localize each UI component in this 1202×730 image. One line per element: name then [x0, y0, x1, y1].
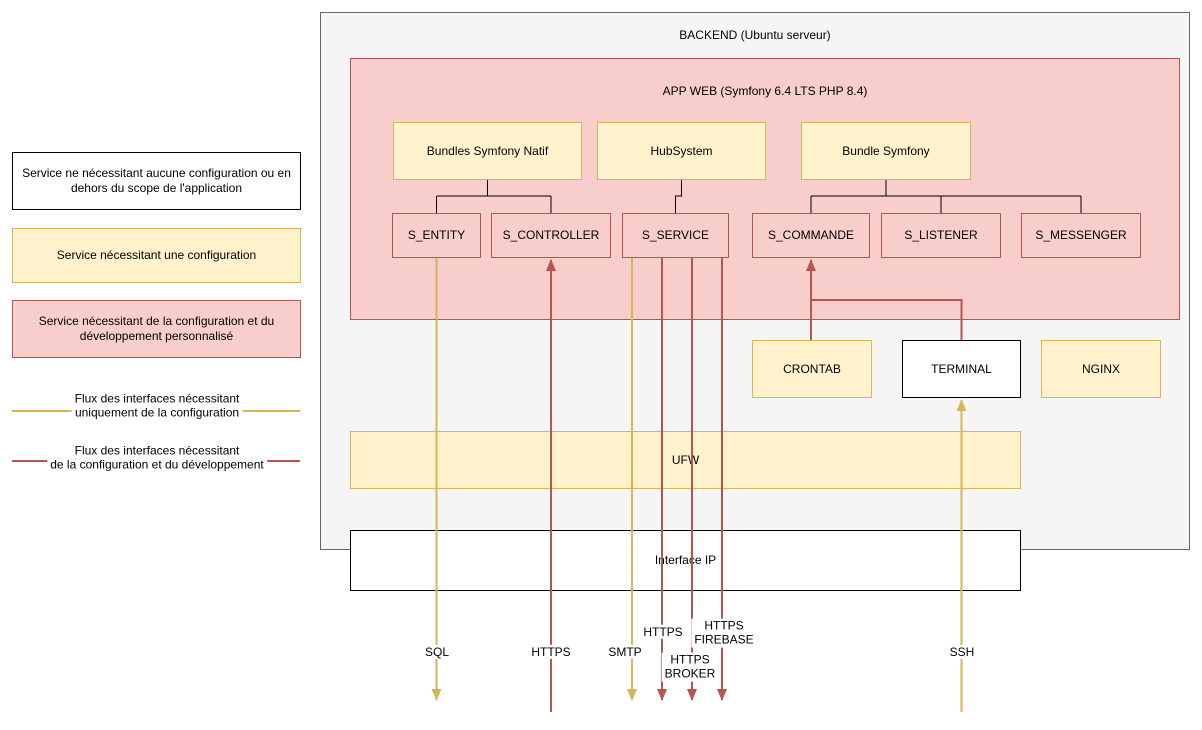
flow-smtp-label: SMTP	[605, 644, 645, 660]
bundle-symfony-natif-box: Bundles Symfony Natif	[393, 122, 582, 180]
flow-https-firebase-label: HTTPS FIREBASE	[691, 618, 757, 648]
bundle-symfony-box: Bundle Symfony	[801, 122, 971, 180]
ufw-box: UFW	[350, 431, 1021, 489]
crontab-label: CRONTAB	[783, 361, 841, 376]
service-commande-box: S_COMMANDE	[752, 213, 870, 258]
bundle-symfony-label: Bundle Symfony	[842, 143, 930, 158]
interface-ip-label: Interface IP	[654, 553, 717, 567]
crontab-box: CRONTAB	[752, 340, 872, 398]
flow-sql-label: SQL	[421, 644, 453, 660]
service-service-label: S_SERVICE	[641, 228, 710, 242]
service-service-box: S_SERVICE	[622, 213, 729, 258]
nginx-box: NGINX	[1041, 340, 1161, 398]
nginx-label: NGINX	[1081, 361, 1120, 376]
interface-ip-box: Interface IP	[350, 530, 1021, 591]
service-messenger-label: S_MESSENGER	[1035, 228, 1127, 242]
hubsystem-label: HubSystem	[650, 143, 713, 158]
terminal-label: TERMINAL	[931, 361, 992, 376]
flow-https-broker-label: HTTPS BROKER	[661, 652, 719, 682]
service-entity-box: S_ENTITY	[392, 213, 481, 258]
terminal-box: TERMINAL	[902, 340, 1021, 398]
legend-config-box: Service nécessitant une configuration	[12, 228, 301, 283]
service-listener-box: S_LISTENER	[881, 213, 1001, 258]
hubsystem-box: HubSystem	[597, 122, 766, 180]
appweb-title: APP WEB (Symfony 6.4 LTS PHP 8.4)	[662, 84, 868, 98]
flow-ssh-label: SSH	[946, 644, 978, 660]
bundle-symfony-natif-label: Bundles Symfony Natif	[426, 143, 549, 158]
legend-red-flow-label: Flux des interfaces nécessitant de la co…	[47, 443, 267, 473]
legend-config-label: Service nécessitant une configuration	[56, 248, 257, 262]
legend-no-config-label: Service ne nécessitant aucune configurat…	[22, 166, 291, 195]
legend-config-dev-label: Service nécessitant de la configuration …	[38, 314, 275, 343]
flow-https-out-label: HTTPS	[640, 624, 686, 640]
service-commande-label: S_COMMANDE	[767, 228, 854, 242]
legend-no-config-box: Service ne nécessitant aucune configurat…	[12, 152, 301, 210]
legend-yellow-flow-label: Flux des interfaces nécessitant uniqueme…	[71, 391, 243, 421]
service-entity-label: S_ENTITY	[407, 228, 466, 242]
backend-title: BACKEND (Ubuntu serveur)	[679, 28, 831, 42]
service-messenger-box: S_MESSENGER	[1021, 213, 1141, 258]
flow-https-in-label: HTTPS	[528, 644, 574, 660]
ufw-label: UFW	[671, 452, 700, 467]
legend-config-dev-box: Service nécessitant de la configuration …	[12, 300, 301, 358]
service-controller-box: S_CONTROLLER	[491, 213, 611, 258]
service-controller-label: S_CONTROLLER	[502, 228, 600, 242]
service-listener-label: S_LISTENER	[904, 228, 978, 242]
